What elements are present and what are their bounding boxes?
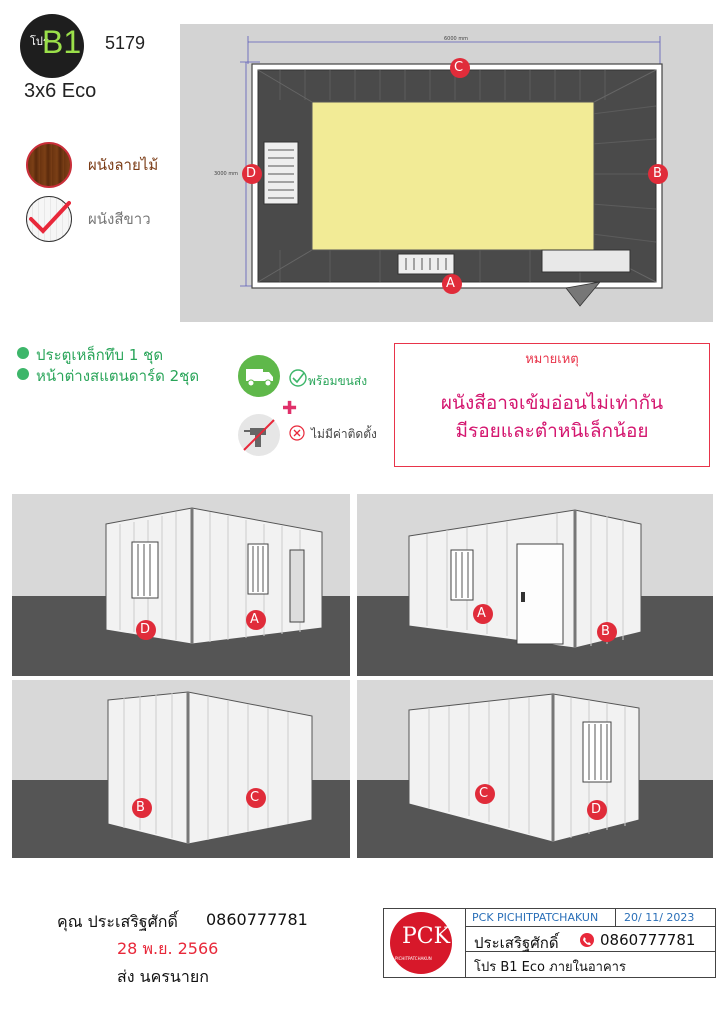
x-circle-icon	[289, 425, 305, 445]
phone-icon	[580, 933, 594, 947]
plan-width-label: 6000 mm	[444, 36, 469, 42]
bullet-dot	[17, 368, 29, 380]
plan-marker-d: D	[246, 166, 257, 181]
order-date: 28 พ.ย. 2566	[117, 939, 219, 958]
badge-prefix: โปร	[30, 35, 49, 48]
company-name: PCK PICHITPATCHAKUN	[466, 909, 616, 927]
render-view-1: D A	[12, 494, 350, 676]
note-line-1: ผนังสีอาจเข้มอ่อนไม่เท่ากัน	[440, 392, 664, 414]
view-2-marker-2: B	[601, 624, 610, 639]
view-3-marker-1: B	[136, 800, 145, 815]
title-date: 20/ 11/ 2023	[616, 909, 715, 927]
wood-wall-swatch[interactable]	[26, 142, 72, 188]
feature-windows: หน้าต่างสแตนดาร์ด 2ชุด	[36, 367, 200, 385]
view-2-marker-1: A	[477, 606, 486, 621]
view-4-marker-1: C	[479, 786, 489, 801]
note-line-2: มีรอยและตำหนิเล็กน้อย	[455, 420, 649, 442]
plan-marker-b: B	[653, 166, 662, 181]
customer-phone: 0860777781	[206, 910, 308, 929]
promo-badge: โปร B1	[20, 14, 84, 78]
wood-wall-label: ผนังลายไม้	[88, 156, 159, 174]
view-4-marker-2: D	[591, 802, 602, 817]
render-view-2: A B	[357, 494, 713, 676]
no-install-drill-icon	[238, 414, 280, 456]
checkmark-icon	[29, 201, 71, 234]
title-phone: 0860777781	[600, 931, 696, 949]
plan-height-label: 3000 mm	[214, 171, 239, 177]
company-logo-cell: PCK PICHITPATCHAKUN	[384, 909, 466, 977]
feature-door: ประตูเหล็กทึบ 1 ชุด	[36, 346, 164, 364]
delivery-truck-icon	[238, 355, 280, 397]
company-logo: PCK PICHITPATCHAKUN	[390, 912, 452, 974]
view-1-marker-2: A	[250, 612, 259, 627]
view-1-marker-1: D	[140, 622, 151, 637]
contact-row: ประเสริฐศักดิ์ 0860777781	[466, 927, 715, 952]
white-wall-label: ผนังสีขาว	[88, 210, 151, 228]
title-block: PCK PICHITPATCHAKUN PCK PICHITPATCHAKUN …	[383, 908, 716, 978]
install-label: ไม่มีค่าติดตั้ง	[311, 427, 377, 441]
note-title: หมายเหตุ	[525, 352, 579, 367]
white-wall-swatch[interactable]	[26, 196, 72, 242]
bullet-dot	[17, 347, 29, 359]
customer-name: คุณ ประเสริฐศักดิ์	[57, 912, 178, 931]
logo-monogram: PCK	[402, 924, 451, 949]
floor-plan-drawing	[240, 36, 668, 307]
model-number: 5179	[105, 33, 146, 53]
check-circle-icon	[289, 369, 307, 391]
plan-marker-c: C	[454, 60, 464, 75]
title-name: ประเสริฐศักดิ์	[474, 934, 559, 952]
view-3-marker-2: C	[250, 790, 260, 805]
render-view-4: C D	[357, 680, 713, 858]
plus-icon: ✚	[282, 398, 298, 419]
note-box: หมายเหตุ ผนังสีอาจเข้มอ่อนไม่เท่ากัน มีร…	[394, 343, 710, 467]
project-name: โปร B1 Eco ภายในอาคาร	[474, 960, 626, 975]
render-view-3: B C	[12, 680, 350, 858]
delivery-label: พร้อมขนส่ง	[308, 374, 368, 388]
plan-marker-a: A	[446, 276, 455, 291]
model-size: 3x6 Eco	[24, 80, 97, 102]
delivery-location: ส่ง นครนายก	[117, 967, 209, 986]
logo-text: PICHITPATCHAKUN	[395, 956, 432, 961]
floor-plan-panel: 6000 mm 3000 mm C B A D	[180, 24, 713, 322]
badge-code: B1	[42, 24, 82, 60]
